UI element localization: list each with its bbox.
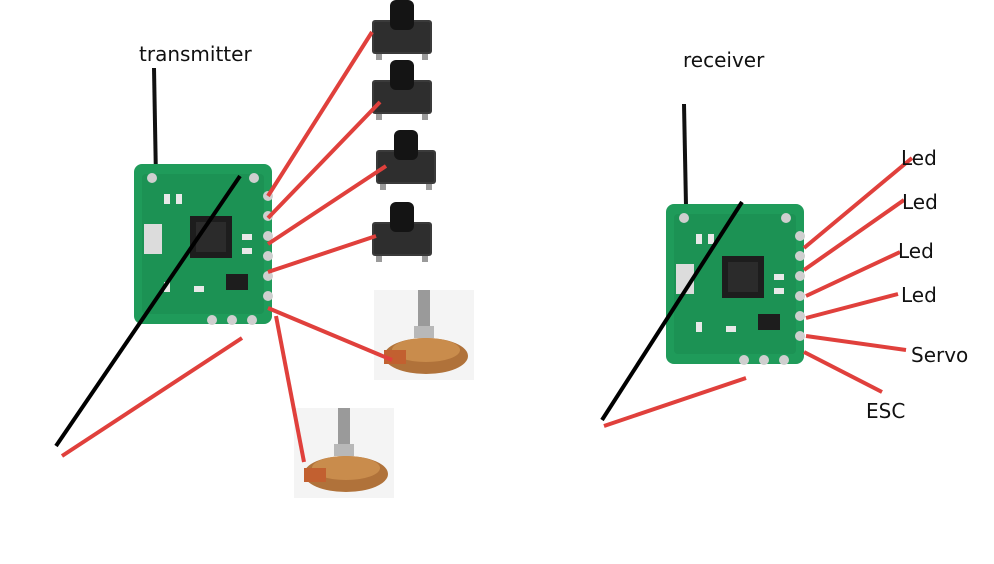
- wire: [266, 164, 388, 246]
- wire: [60, 336, 244, 458]
- antenna: [152, 67, 158, 181]
- output-label-esc: ESC: [866, 399, 906, 423]
- output-label-led-1: Led: [901, 146, 937, 170]
- receiver-group: [600, 103, 914, 428]
- output-label-servo: Servo: [911, 343, 969, 367]
- output-label-led-4: Led: [901, 283, 937, 307]
- receiver-output-wires: [603, 156, 914, 428]
- transmitter-title: transmitter: [139, 42, 252, 66]
- wire: [267, 306, 393, 362]
- transmitter-input-wires: [60, 30, 393, 463]
- output-label-led-3: Led: [898, 239, 934, 263]
- ground-wire: [54, 174, 242, 448]
- push-button-icon: [372, 202, 432, 262]
- potentiometer-icon: [374, 290, 474, 380]
- push-button-icon: [372, 0, 432, 60]
- push-button-icon: [376, 130, 436, 190]
- push-button-icon: [372, 60, 432, 120]
- receiver-title: receiver: [683, 48, 765, 72]
- wire: [803, 350, 883, 394]
- wire: [805, 334, 907, 352]
- output-label-led-2: Led: [902, 190, 938, 214]
- wire: [267, 234, 377, 274]
- wire: [266, 100, 382, 220]
- wire: [805, 292, 899, 320]
- wire: [266, 30, 374, 198]
- transmitter-group: [54, 0, 474, 498]
- wire: [802, 156, 914, 250]
- wire: [603, 376, 747, 428]
- wire: [802, 198, 906, 272]
- wire: [805, 250, 901, 298]
- ground-wire: [600, 200, 744, 422]
- antenna: [682, 103, 688, 207]
- potentiometer-icon: [294, 408, 394, 498]
- wire: [274, 315, 306, 463]
